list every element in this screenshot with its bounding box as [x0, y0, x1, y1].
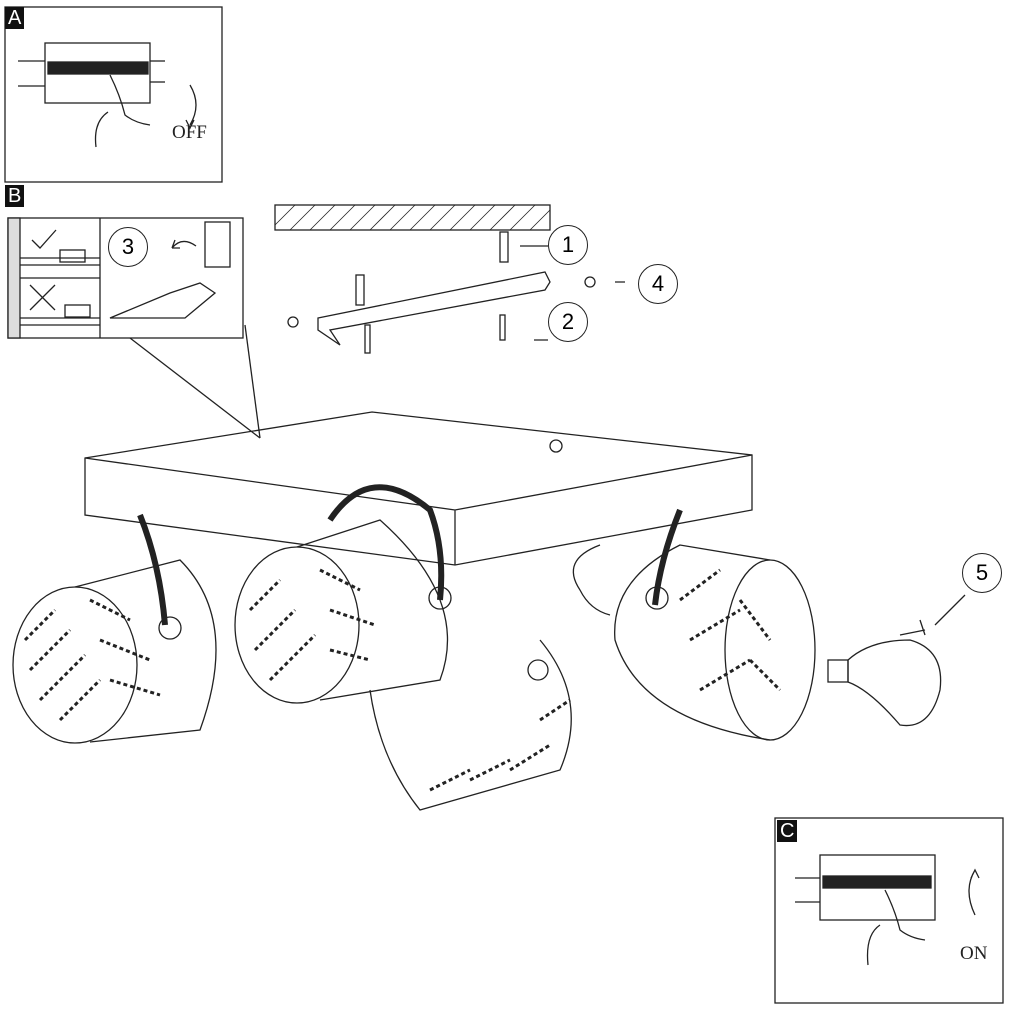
panel-c-frame	[774, 817, 1004, 1004]
mounting-bracket	[317, 271, 551, 346]
panel-a-frame	[4, 6, 223, 183]
panel-c-tag: C	[777, 820, 798, 842]
screw	[499, 314, 506, 341]
step-4-marker: 4	[638, 264, 678, 304]
panel-b-tag: B	[5, 185, 25, 207]
on-label: ON	[960, 943, 988, 964]
screw	[364, 324, 371, 354]
cross-icon	[29, 284, 56, 311]
breaker-a-icon	[18, 42, 197, 148]
spotlight-center-bottom	[369, 639, 572, 811]
step-2-marker: 2	[548, 302, 588, 342]
check-icon	[31, 229, 57, 249]
spotlight-right	[572, 508, 816, 741]
spotlight-left	[12, 513, 217, 744]
wall-plug	[499, 231, 509, 263]
bulb-icon	[827, 594, 966, 727]
wall-plug	[355, 274, 365, 306]
panel-a-tag: A	[5, 7, 25, 29]
off-label: OFF	[172, 122, 207, 143]
breaker-c-icon	[795, 854, 980, 966]
spotlight-center-top	[234, 484, 452, 704]
step-5-marker: 5	[962, 553, 1002, 593]
step-1-marker: 1	[548, 225, 588, 265]
ceiling-hatch	[274, 204, 551, 231]
step-3-marker: 3	[108, 227, 148, 267]
canopy-base	[84, 411, 753, 566]
